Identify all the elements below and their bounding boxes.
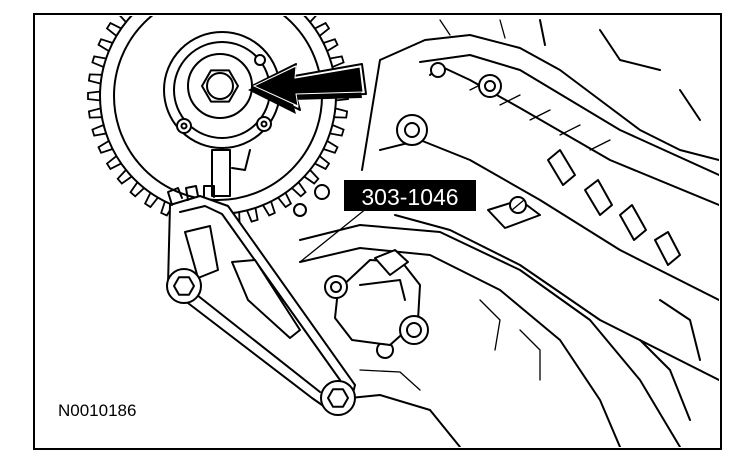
tensioner [293,203,429,346]
camshaft-sprocket [87,0,349,227]
figure-frame [33,13,722,450]
callout-leader [299,203,373,263]
tool-number-label: 303-1046 [361,184,458,210]
sprocket-tooth [277,0,291,1]
camshaft-holding-tool [166,185,356,416]
sprocket-tooth [145,0,159,1]
sprocket-tooth [290,0,305,11]
callout-box [344,180,476,211]
tool-bolt-upper [166,268,202,304]
figure-id: N0010186 [58,401,136,420]
arrow-left-icon [248,63,367,114]
sprocket-tooth [131,0,146,11]
tool-bolt-lower [320,380,356,416]
block-bolts [314,62,527,359]
